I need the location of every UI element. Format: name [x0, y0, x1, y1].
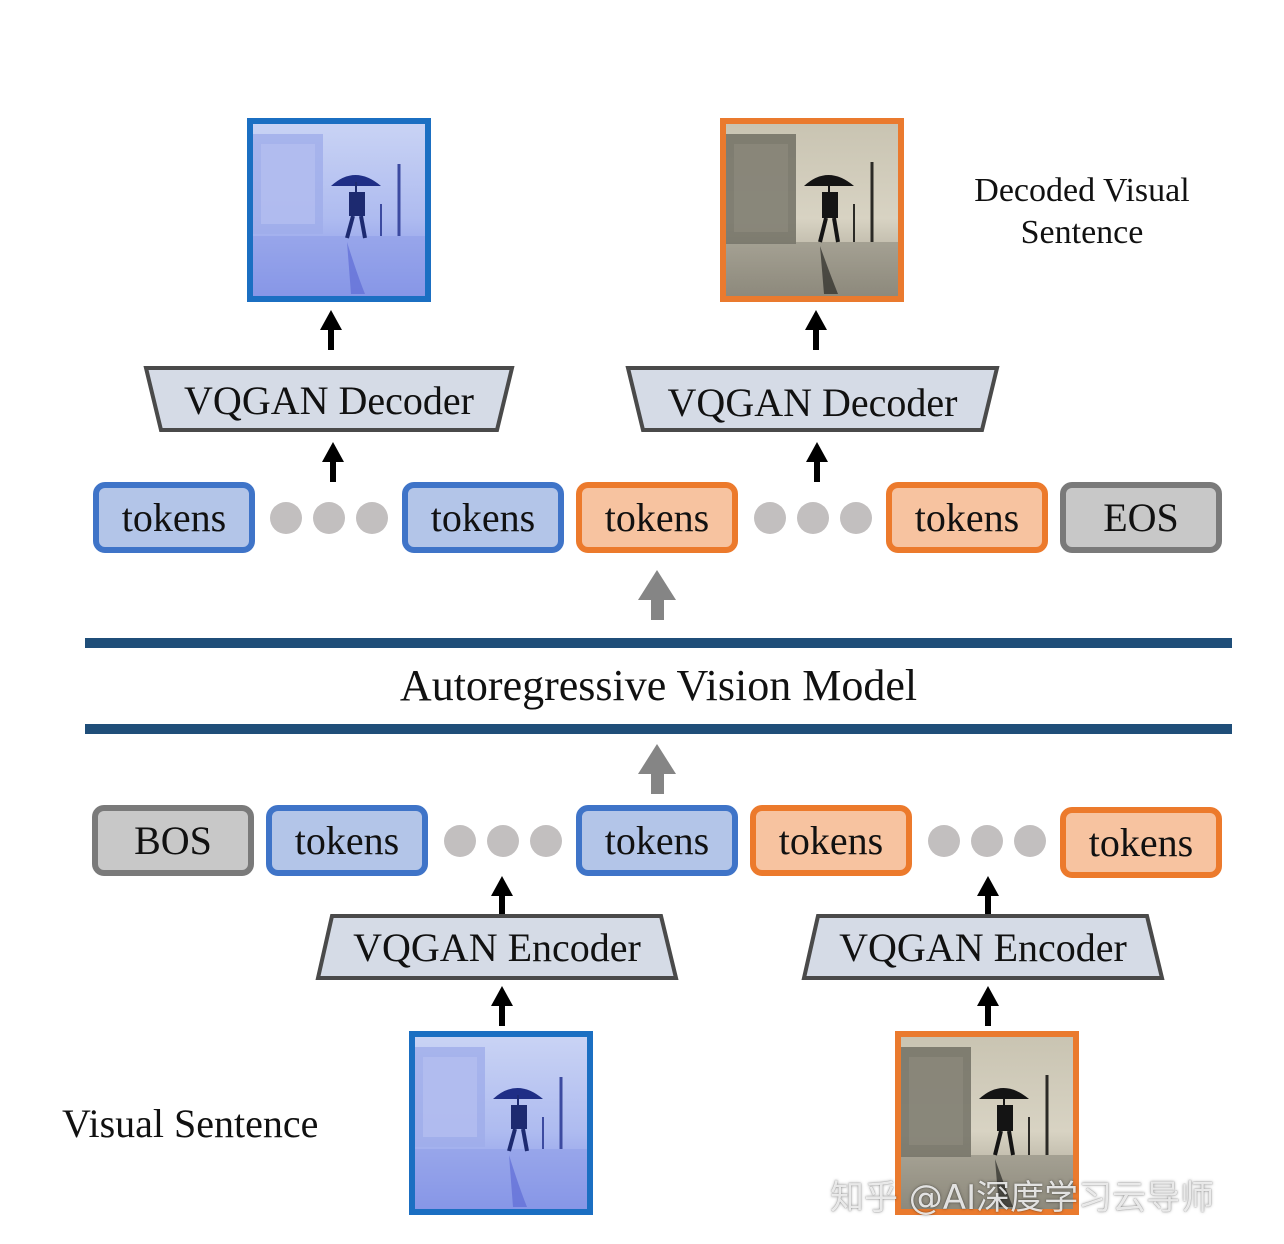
decoded-label-line2: Sentence — [1020, 214, 1144, 251]
ellipsis-dot — [444, 825, 476, 857]
decoded-image-orange — [720, 118, 904, 302]
input-image-blue — [409, 1031, 593, 1215]
arrow-up-icon — [491, 876, 513, 914]
visual-sentence-label: Visual Sentence — [62, 1101, 319, 1146]
encoder-label-right: VQGAN Encoder — [839, 924, 1127, 970]
ellipsis-dot — [270, 502, 302, 534]
bottom-token-4: tokens — [1060, 807, 1222, 878]
arrow-up-icon — [977, 986, 999, 1026]
decoded-sentence-label: Decoded Visual Sentence — [950, 170, 1214, 254]
input-image-orange — [895, 1031, 1079, 1215]
ellipsis-dot — [928, 825, 960, 857]
arrow-up-icon — [977, 876, 999, 914]
ellipsis-dot — [754, 502, 786, 534]
encoder-label-left: VQGAN Encoder — [353, 924, 641, 970]
ellipsis-dot — [313, 502, 345, 534]
ellipsis-dot — [840, 502, 872, 534]
model-bar-top — [85, 638, 1232, 648]
black-arrows — [320, 310, 999, 1026]
ellipsis-dot — [971, 825, 1003, 857]
top-token-4: tokens — [886, 482, 1048, 553]
bottom-token-2: tokens — [576, 805, 738, 876]
ellipsis-dot — [797, 502, 829, 534]
decoder-label-left: VQGAN Decoder — [184, 377, 474, 423]
top-token-3: tokens — [576, 482, 738, 553]
ellipsis-dot — [487, 825, 519, 857]
top-token-2: tokens — [402, 482, 564, 553]
ellipsis-dot — [530, 825, 562, 857]
arrow-up-icon — [638, 570, 676, 620]
model-label: Autoregressive Vision Model — [399, 660, 918, 710]
bottom-token-bos: BOS — [92, 805, 254, 876]
arrow-up-icon — [638, 744, 676, 794]
top-token-1: tokens — [93, 482, 255, 553]
decoder-box-left — [143, 366, 515, 432]
decoder-label-right: VQGAN Decoder — [667, 379, 958, 425]
decoded-image-blue — [247, 118, 431, 302]
decoded-label-line1: Decoded Visual — [974, 172, 1190, 209]
ellipsis-dot — [356, 502, 388, 534]
model-bar-bottom — [85, 724, 1232, 734]
arrow-up-icon — [806, 442, 828, 482]
encoder-box-left — [315, 914, 679, 980]
arrow-up-icon — [322, 442, 344, 482]
arrow-up-icon — [805, 310, 827, 350]
gray-arrows — [638, 570, 676, 794]
bottom-token-1: tokens — [266, 805, 428, 876]
arrow-up-icon — [320, 310, 342, 350]
top-token-eos: EOS — [1060, 482, 1222, 553]
arrow-up-icon — [491, 986, 513, 1026]
watermark: 知乎 @AI深度学习云导师 — [830, 1178, 1215, 1218]
ellipsis-dot — [1014, 825, 1046, 857]
encoder-box-right — [801, 914, 1165, 980]
bottom-token-3: tokens — [750, 805, 912, 876]
decoder-box-right — [625, 366, 1000, 432]
